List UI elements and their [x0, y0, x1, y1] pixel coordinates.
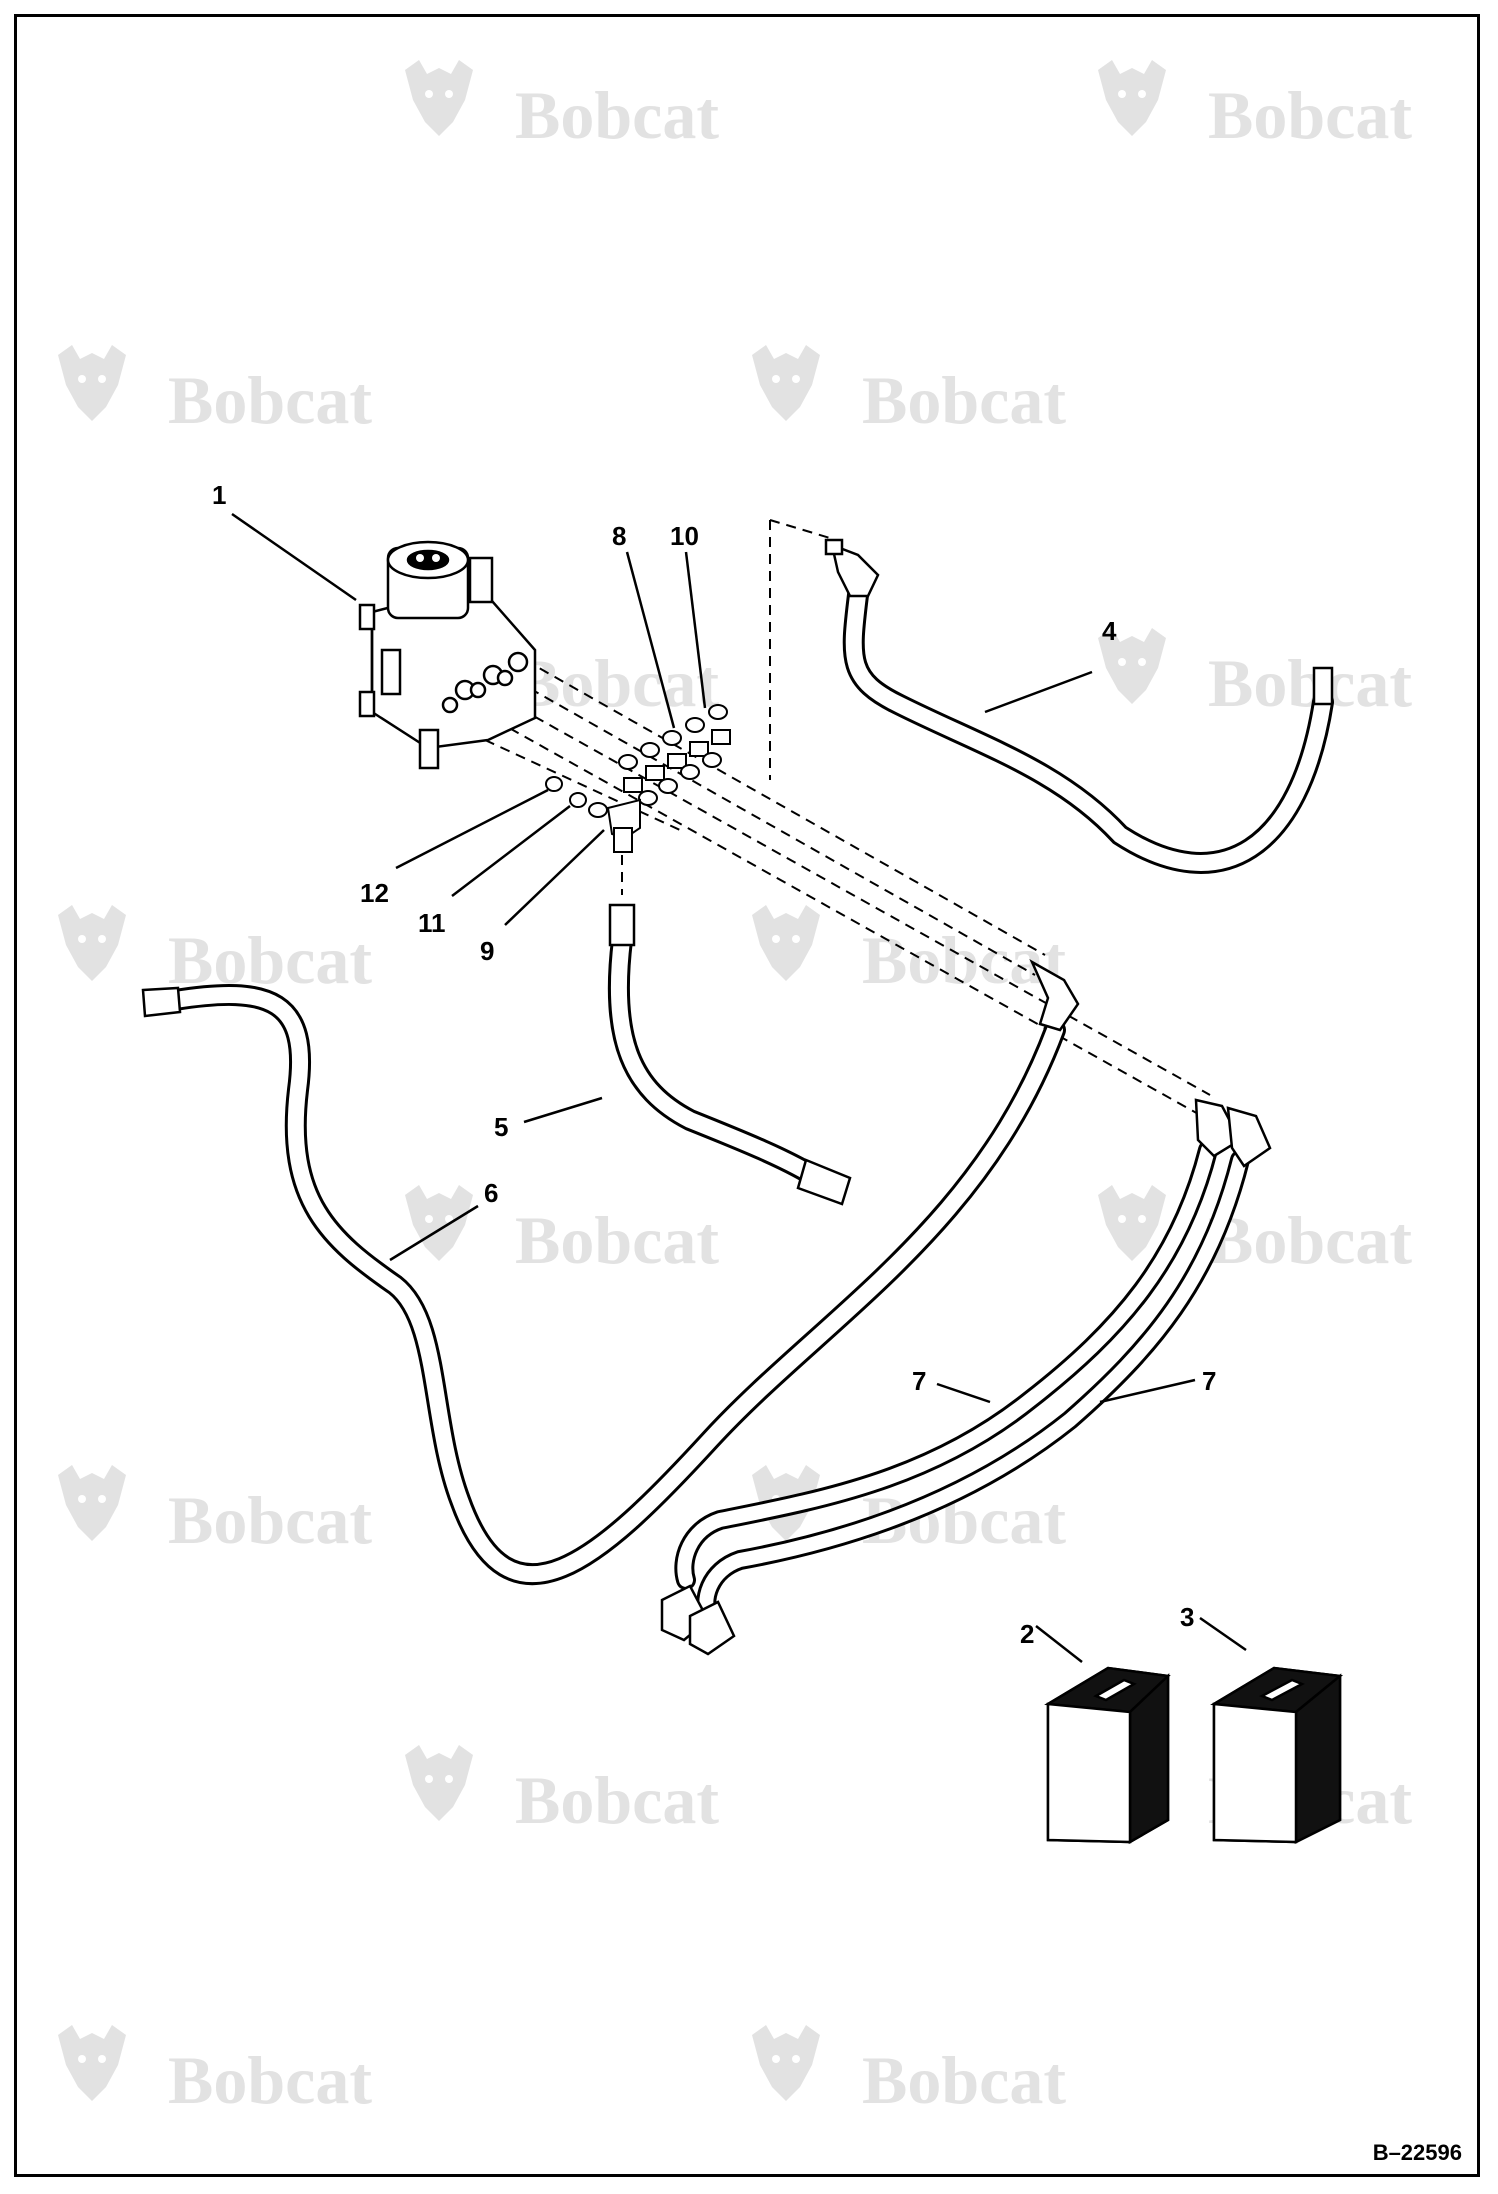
watermark: Bobcat — [1098, 60, 1412, 153]
svg-text:Bobcat: Bobcat — [168, 362, 372, 438]
fittings-9-11-12 — [545, 776, 641, 853]
watermark: Bobcat — [405, 60, 719, 153]
svg-text:Bobcat: Bobcat — [515, 645, 719, 721]
svg-text:Bobcat: Bobcat — [862, 2042, 1066, 2118]
callout-8: 8 — [612, 521, 626, 551]
callout-12: 12 — [360, 878, 389, 908]
callout-7-right: 7 — [1202, 1366, 1216, 1396]
svg-text:Bobcat: Bobcat — [1208, 1202, 1412, 1278]
callout-5: 5 — [494, 1112, 508, 1142]
callout-3: 3 — [1180, 1602, 1194, 1632]
svg-text:Bobcat: Bobcat — [862, 922, 1066, 998]
callout-6: 6 — [484, 1178, 498, 1208]
svg-text:Bobcat: Bobcat — [1208, 645, 1412, 721]
svg-text:Bobcat: Bobcat — [515, 1202, 719, 1278]
svg-text:Bobcat: Bobcat — [515, 77, 719, 153]
callout-2: 2 — [1020, 1619, 1034, 1649]
watermark: Bobcat — [405, 1745, 719, 1838]
watermark: Bobcat — [1098, 1185, 1412, 1278]
svg-text:Bobcat: Bobcat — [1208, 77, 1412, 153]
assembly-dashed-lines — [484, 519, 1211, 1116]
fittings-8-10 — [618, 704, 731, 806]
figure-id: B–22596 — [1372, 2140, 1462, 2165]
watermark: Bobcat — [1098, 628, 1412, 721]
hose-6 — [141, 959, 1080, 1586]
callout-1: 1 — [212, 480, 226, 510]
callout-10: 10 — [670, 521, 699, 551]
watermark: Bobcat — [58, 1465, 372, 1558]
leader-lines — [231, 512, 1247, 1663]
watermark: Bobcat — [405, 628, 719, 721]
hose-4 — [824, 538, 1334, 874]
watermark: Bobcat — [58, 345, 372, 438]
watermark: Bobcat — [58, 905, 372, 998]
callout-11: 11 — [418, 908, 446, 938]
callout-4: 4 — [1102, 616, 1117, 646]
watermark: Bobcat — [752, 2025, 1066, 2118]
svg-text:Bobcat: Bobcat — [168, 2042, 372, 2118]
watermark: Bobcat — [752, 345, 1066, 438]
svg-text:Bobcat: Bobcat — [862, 362, 1066, 438]
watermark: Bobcat — [58, 2025, 372, 2118]
control-valve — [358, 540, 537, 770]
decal-box-2 — [1044, 1666, 1171, 1845]
svg-text:Bobcat: Bobcat — [168, 922, 372, 998]
decal-box-3 — [1210, 1666, 1344, 1845]
watermark-layer: Bobcat Bobcat Bobcat Bobcat Bobcat Bobca… — [58, 60, 1412, 2118]
watermark: Bobcat — [752, 905, 1066, 998]
hoses-7 — [660, 1098, 1272, 1656]
callout-9: 9 — [480, 936, 494, 966]
watermark: Bobcat — [405, 1185, 719, 1278]
callout-labels: 1 2 3 4 5 6 7 7 8 9 10 11 12 — [212, 480, 1216, 1649]
hose-5 — [607, 903, 852, 1206]
callout-7-left: 7 — [912, 1366, 926, 1396]
svg-text:Bobcat: Bobcat — [515, 1762, 719, 1838]
svg-text:Bobcat: Bobcat — [168, 1482, 372, 1558]
